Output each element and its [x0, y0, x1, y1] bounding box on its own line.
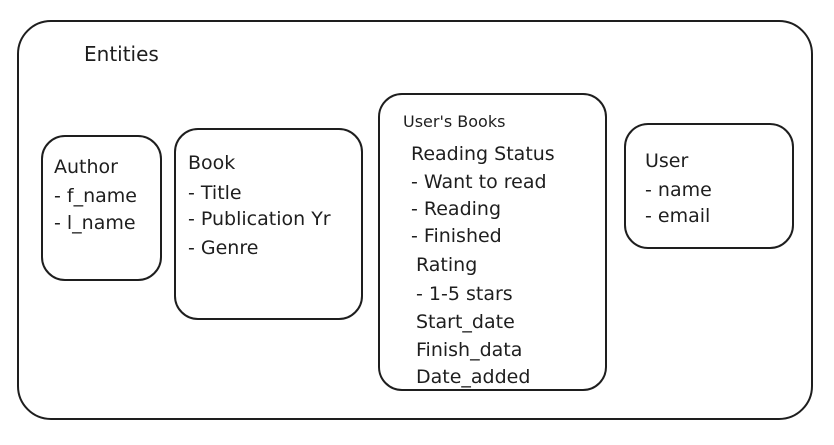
users-books-rating: Rating [416, 254, 478, 276]
book-field-title: - Title [188, 182, 242, 204]
book-entity-name: Book [188, 152, 236, 174]
author-entity-box [41, 135, 162, 281]
user-field-email: - email [645, 205, 711, 227]
book-field-publication-yr: - Publication Yr [188, 208, 331, 230]
users-books-reading-status: Reading Status [411, 143, 555, 165]
users-books-entity-name: User's Books [403, 112, 506, 131]
users-books-entity-box [378, 93, 607, 391]
entities-frame [17, 20, 813, 420]
users-books-rating-range: - 1-5 stars [416, 283, 513, 305]
users-books-finished: - Finished [411, 225, 502, 247]
users-books-reading: - Reading [411, 198, 502, 220]
user-entity-box [624, 123, 794, 249]
book-entity-box [174, 128, 363, 320]
users-books-want-to-read: - Want to read [411, 171, 547, 193]
diagram-title: Entities [84, 42, 159, 66]
user-field-name: - name [645, 179, 712, 201]
users-books-date-added: Date_added [416, 366, 531, 388]
author-field-lname: - l_name [54, 212, 136, 234]
author-entity-name: Author [54, 156, 118, 178]
author-field-fname: - f_name [54, 185, 137, 207]
users-books-start-date: Start_date [416, 311, 515, 333]
book-field-genre: - Genre [188, 237, 259, 259]
user-entity-name: User [645, 150, 689, 172]
users-books-finish-data: Finish_data [416, 339, 523, 361]
